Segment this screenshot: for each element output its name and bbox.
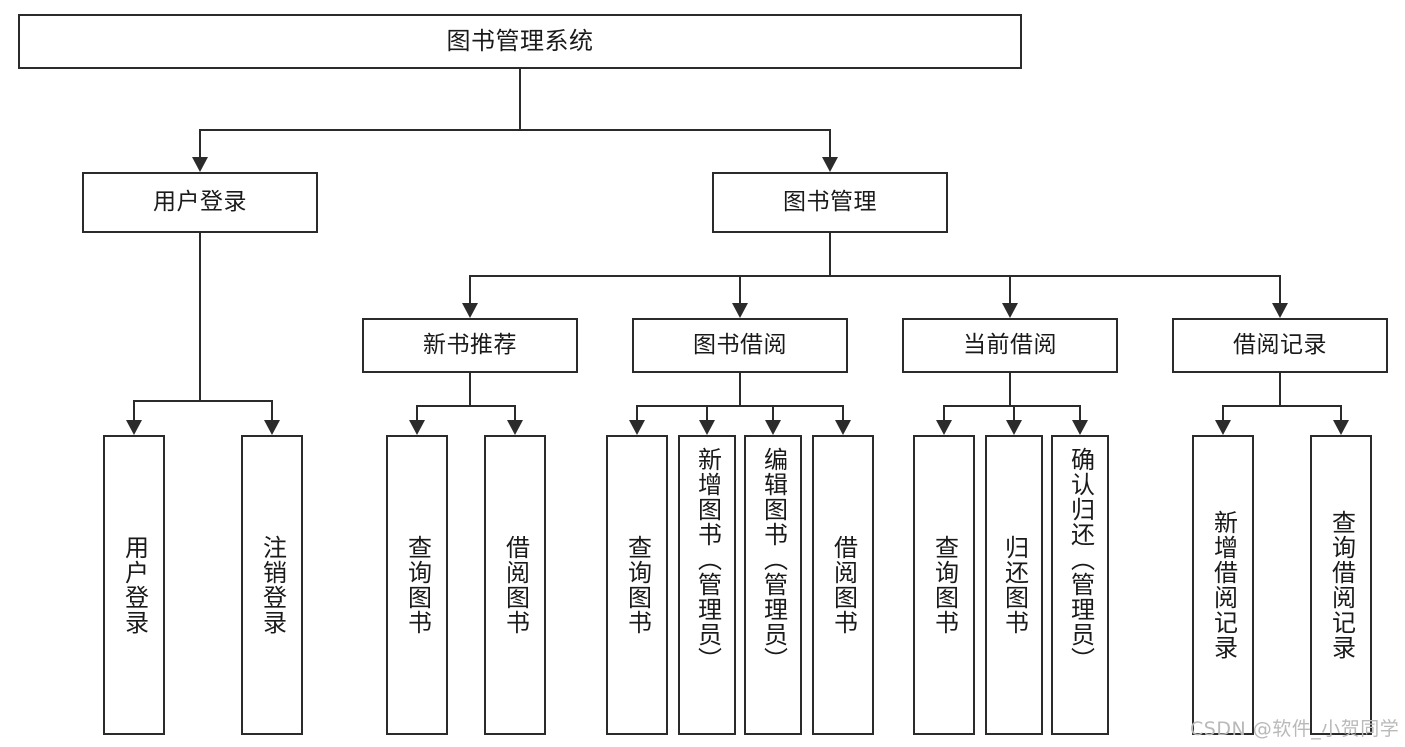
arrow-new-book-to-borrow bbox=[507, 420, 523, 435]
connector-book-borrow-bus bbox=[636, 405, 843, 407]
arrow-bb-to-query bbox=[629, 420, 645, 435]
node-label: 图书管理 bbox=[783, 188, 877, 215]
arrow-cb-to-confirm-return bbox=[1072, 420, 1088, 435]
leaf-current-borrow-confirm-return[interactable]: 确认归还（管理员） bbox=[1051, 435, 1109, 735]
connector-root-to-book-management bbox=[829, 129, 831, 157]
connector-user-login-bus bbox=[133, 400, 272, 402]
node-label: 编辑图书（管理员） bbox=[759, 447, 788, 672]
connector-bb-drop-3 bbox=[772, 405, 774, 420]
connector-cb-drop-1 bbox=[943, 405, 945, 420]
node-label: 图书借阅 bbox=[693, 331, 787, 358]
node-label: 查询图书 bbox=[623, 535, 652, 635]
node-label: 确认归还（管理员） bbox=[1066, 447, 1095, 672]
node-label: 图书管理系统 bbox=[446, 27, 594, 56]
leaf-book-borrow-query[interactable]: 查询图书 bbox=[606, 435, 668, 735]
node-label: 新书推荐 bbox=[423, 331, 517, 358]
node-label: 借阅图书 bbox=[501, 535, 530, 635]
connector-book-borrow-stem bbox=[739, 373, 741, 405]
connector-borrow-records-stem bbox=[1279, 373, 1281, 405]
leaf-borrow-records-query[interactable]: 查询借阅记录 bbox=[1310, 435, 1372, 735]
leaf-user-login-login[interactable]: 用户登录 bbox=[103, 435, 165, 735]
node-label: 用户登录 bbox=[153, 188, 247, 215]
connector-current-borrow-stem bbox=[1009, 373, 1011, 405]
connector-bm-drop-borrow-records bbox=[1279, 275, 1281, 303]
node-new-book-recommend[interactable]: 新书推荐 bbox=[362, 318, 578, 373]
node-borrow-records[interactable]: 借阅记录 bbox=[1172, 318, 1388, 373]
node-label: 新增借阅记录 bbox=[1209, 510, 1238, 660]
arrow-bm-to-new-book-recommend bbox=[462, 303, 478, 318]
arrow-new-book-to-query bbox=[409, 420, 425, 435]
connector-bb-drop-2 bbox=[706, 405, 708, 420]
connector-user-login-drop-2 bbox=[271, 400, 273, 420]
leaf-borrow-records-add[interactable]: 新增借阅记录 bbox=[1192, 435, 1254, 735]
node-label: 新增图书（管理员） bbox=[693, 447, 722, 672]
connector-new-book-drop-2 bbox=[514, 405, 516, 420]
connector-borrow-records-bus bbox=[1222, 405, 1341, 407]
node-book-borrow[interactable]: 图书借阅 bbox=[632, 318, 848, 373]
node-label: 注销登录 bbox=[258, 535, 287, 635]
connector-new-book-bus bbox=[416, 405, 515, 407]
node-label: 归还图书 bbox=[1000, 535, 1029, 635]
connector-br-drop-1 bbox=[1222, 405, 1224, 420]
leaf-book-borrow-edit[interactable]: 编辑图书（管理员） bbox=[744, 435, 802, 735]
arrow-root-to-book-management bbox=[822, 157, 838, 172]
arrow-bb-to-edit bbox=[765, 420, 781, 435]
arrow-bm-to-borrow-records bbox=[1272, 303, 1288, 318]
leaf-user-login-logout[interactable]: 注销登录 bbox=[241, 435, 303, 735]
arrow-user-login-to-login bbox=[126, 420, 142, 435]
connector-root-to-user-login bbox=[199, 129, 201, 157]
node-label: 查询借阅记录 bbox=[1327, 510, 1356, 660]
connector-new-book-drop-1 bbox=[416, 405, 418, 420]
node-current-borrow[interactable]: 当前借阅 bbox=[902, 318, 1118, 373]
connector-br-drop-2 bbox=[1340, 405, 1342, 420]
connector-cb-drop-3 bbox=[1079, 405, 1081, 420]
connector-bm-drop-book-borrow bbox=[739, 275, 741, 303]
node-label: 借阅记录 bbox=[1233, 331, 1327, 358]
node-book-management[interactable]: 图书管理 bbox=[712, 172, 948, 233]
arrow-bb-to-add bbox=[699, 420, 715, 435]
node-label: 借阅图书 bbox=[829, 535, 858, 635]
node-label: 查询图书 bbox=[403, 535, 432, 635]
connector-book-management-bus bbox=[469, 275, 1281, 277]
node-label: 用户登录 bbox=[120, 535, 149, 635]
connector-bb-drop-4 bbox=[842, 405, 844, 420]
connector-bb-drop-1 bbox=[636, 405, 638, 420]
connector-current-borrow-bus bbox=[943, 405, 1081, 407]
csdn-watermark: CSDN @软件_小贺同学 bbox=[1190, 718, 1400, 740]
connector-root-bus bbox=[199, 129, 831, 131]
leaf-book-borrow-borrow[interactable]: 借阅图书 bbox=[812, 435, 874, 735]
leaf-new-book-query[interactable]: 查询图书 bbox=[386, 435, 448, 735]
connector-book-management-stem bbox=[829, 233, 831, 275]
leaf-current-borrow-return[interactable]: 归还图书 bbox=[985, 435, 1043, 735]
leaf-book-borrow-add[interactable]: 新增图书（管理员） bbox=[678, 435, 736, 735]
arrow-br-to-add bbox=[1215, 420, 1231, 435]
arrow-cb-to-return bbox=[1006, 420, 1022, 435]
connector-cb-drop-2 bbox=[1013, 405, 1015, 420]
connector-user-login-drop-1 bbox=[133, 400, 135, 420]
connector-root-stem bbox=[519, 69, 521, 129]
arrow-user-login-to-logout bbox=[264, 420, 280, 435]
leaf-current-borrow-query[interactable]: 查询图书 bbox=[913, 435, 975, 735]
connector-user-login-stem bbox=[199, 233, 201, 400]
arrow-br-to-query bbox=[1333, 420, 1349, 435]
arrow-bm-to-book-borrow bbox=[732, 303, 748, 318]
connector-bm-drop-new-book bbox=[469, 275, 471, 303]
node-label: 当前借阅 bbox=[963, 331, 1057, 358]
arrow-bm-to-current-borrow bbox=[1002, 303, 1018, 318]
connector-new-book-stem bbox=[469, 373, 471, 405]
leaf-new-book-borrow[interactable]: 借阅图书 bbox=[484, 435, 546, 735]
node-label: 查询图书 bbox=[930, 535, 959, 635]
arrow-cb-to-query bbox=[936, 420, 952, 435]
arrow-bb-to-borrow bbox=[835, 420, 851, 435]
node-user-login[interactable]: 用户登录 bbox=[82, 172, 318, 233]
connector-bm-drop-current-borrow bbox=[1009, 275, 1011, 303]
arrow-root-to-user-login bbox=[192, 157, 208, 172]
node-root-book-management-system[interactable]: 图书管理系统 bbox=[18, 14, 1022, 69]
